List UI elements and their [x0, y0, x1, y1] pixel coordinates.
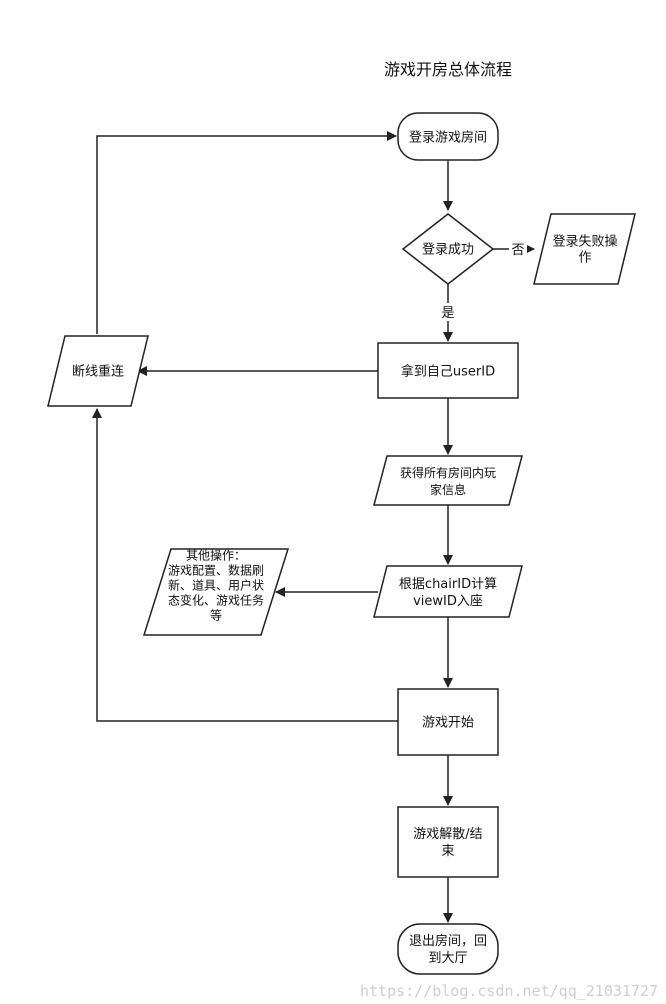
label-get-userid: 拿到自己userID [401, 364, 495, 380]
label-line: 新、道具、用户状 [168, 578, 264, 593]
edge-label-yes: 是 [441, 306, 454, 321]
label-line: 束 [441, 844, 454, 859]
label-game-end: 游戏解散/结束 [413, 827, 482, 859]
node-login-success [401, 213, 495, 285]
nodes [47, 112, 636, 975]
diagram-title: 游戏开房总体流程 [384, 60, 512, 79]
edge-reconnect-to-login [96, 131, 397, 334]
label-exit-room: 退出房间，回到大厅 [409, 933, 487, 966]
label-line: 其他操作： [186, 548, 246, 563]
label-get-players: 获得所有房间内玩家信息 [400, 465, 496, 497]
label-line: 家信息 [430, 482, 466, 497]
node-reconnect [47, 335, 149, 407]
edge-label-no-bg [509, 240, 527, 258]
node-game-end [397, 806, 499, 878]
label-line: 登录成功 [422, 243, 474, 258]
label-login-fail: 登录失败操作 [552, 234, 617, 266]
label-line: 获得所有房间内玩 [400, 465, 496, 480]
label-line: 拿到自己userID [401, 364, 495, 380]
watermark: https://blog.csdn.net/qq_21031727 [360, 982, 658, 1000]
label-login-success: 登录成功 [422, 243, 474, 258]
edge-label-yes-bg [439, 303, 457, 321]
label-line: 到大厅 [428, 951, 467, 966]
node-other-ops [142, 548, 290, 636]
node-login-room [397, 112, 499, 161]
label-line: 登录游戏房间 [409, 130, 487, 146]
node-get-players [373, 455, 523, 506]
node-exit-room [397, 923, 499, 975]
edges [92, 131, 535, 923]
edge-label-no: 否 [511, 243, 524, 258]
label-line: 退出房间，回 [409, 933, 487, 949]
label-line: 断线重连 [72, 364, 124, 380]
label-line: 游戏解散/结 [413, 827, 482, 842]
label-line: 根据chairID计算 [399, 577, 497, 592]
label-game-start: 游戏开始 [422, 716, 474, 731]
label-reconnect: 断线重连 [72, 364, 124, 380]
label-line: 游戏开始 [422, 716, 474, 731]
label-seat: 根据chairID计算 viewID入座 [399, 577, 497, 609]
label-line: 登录失败操 [552, 234, 617, 250]
label-line: viewID入座 [413, 594, 483, 609]
edge-start-to-reconnect [92, 408, 398, 722]
label-line: 态变化、游戏任务 [168, 593, 264, 608]
node-game-start [397, 688, 499, 756]
label-line: 作 [578, 251, 591, 266]
node-seat [373, 565, 523, 618]
node-login-fail [533, 213, 636, 285]
label-other-ops: 其他操作：游戏配置、数据刷新、道具、用户状态变化、游戏任务等 [168, 548, 264, 623]
node-get-userid [377, 342, 519, 399]
label-login-room: 登录游戏房间 [409, 130, 487, 146]
label-line: 等 [210, 609, 222, 623]
label-line: 游戏配置、数据刷 [168, 563, 264, 578]
